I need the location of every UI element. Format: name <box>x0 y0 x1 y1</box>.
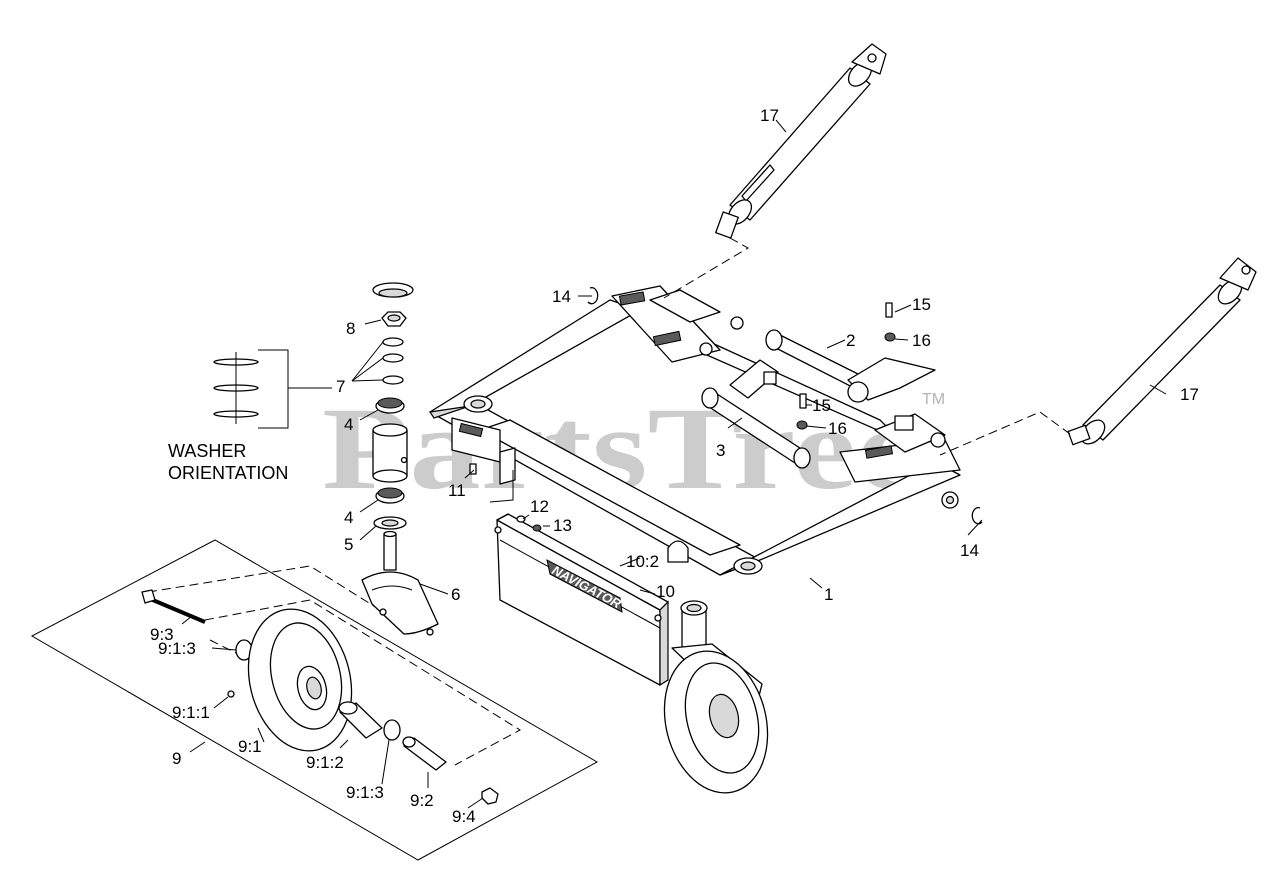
washer-orientation-line1: WASHER <box>168 441 246 461</box>
washer-orientation-line2: ORIENTATION <box>168 463 288 483</box>
hardware <box>469 287 983 532</box>
cylinder-lower <box>1067 257 1257 446</box>
callout-16-lower: 16 <box>828 419 847 438</box>
callout-14-upper: 14 <box>552 287 571 306</box>
callout-9: 9 <box>172 749 181 768</box>
callout-13: 13 <box>553 516 572 535</box>
cylinder-upper <box>715 43 887 239</box>
callout-6: 6 <box>451 585 460 604</box>
callout-2: 2 <box>846 331 855 350</box>
callout-3: 3 <box>716 441 725 460</box>
washer-orientation-detail: WASHER ORIENTATION <box>168 349 332 483</box>
callout-9-4: 9:4 <box>452 807 476 826</box>
callout-1: 1 <box>824 585 833 604</box>
callout-9-1-3-left: 9:1:3 <box>158 639 196 658</box>
callout-10: 10 <box>656 582 675 601</box>
callout-9-1-3-right: 9:1:3 <box>346 783 384 802</box>
callout-9-1-2: 9:1:2 <box>306 753 344 772</box>
callout-4-lower: 4 <box>344 508 353 527</box>
callout-9-2: 9:2 <box>410 791 434 810</box>
callout-10-2: 10:2 <box>626 552 659 571</box>
wheel-assembly <box>141 589 499 805</box>
callout-17-lower: 17 <box>1180 385 1199 404</box>
callout-5: 5 <box>344 535 353 554</box>
callout-7: 7 <box>336 377 345 396</box>
callout-14-lower: 14 <box>960 541 979 560</box>
callout-12: 12 <box>530 497 549 516</box>
callout-9-3: 9:3 <box>150 625 174 644</box>
cylinder-routing <box>663 237 1071 456</box>
callout-9-1: 9:1 <box>238 737 262 756</box>
callout-15-lower: 15 <box>812 396 831 415</box>
watermark-tm: TM <box>922 391 945 408</box>
front-skid: NAVIGATOR <box>494 513 669 687</box>
callout-4-upper: 4 <box>344 415 353 434</box>
callout-8: 8 <box>346 319 355 338</box>
callouts: 17 17 14 14 15 16 15 16 2 3 1 10 10:2 11… <box>150 106 1199 826</box>
callout-16-upper: 16 <box>912 331 931 350</box>
leader-lines <box>181 119 1167 809</box>
lift-assembly <box>611 285 946 469</box>
callout-11: 11 <box>448 481 466 500</box>
callout-15-upper: 15 <box>912 295 931 314</box>
callout-9-1-1: 9:1:1 <box>172 703 210 722</box>
installed-caster-wheel <box>663 600 769 794</box>
callout-17-upper: 17 <box>760 106 779 125</box>
caster-stack <box>361 282 439 636</box>
